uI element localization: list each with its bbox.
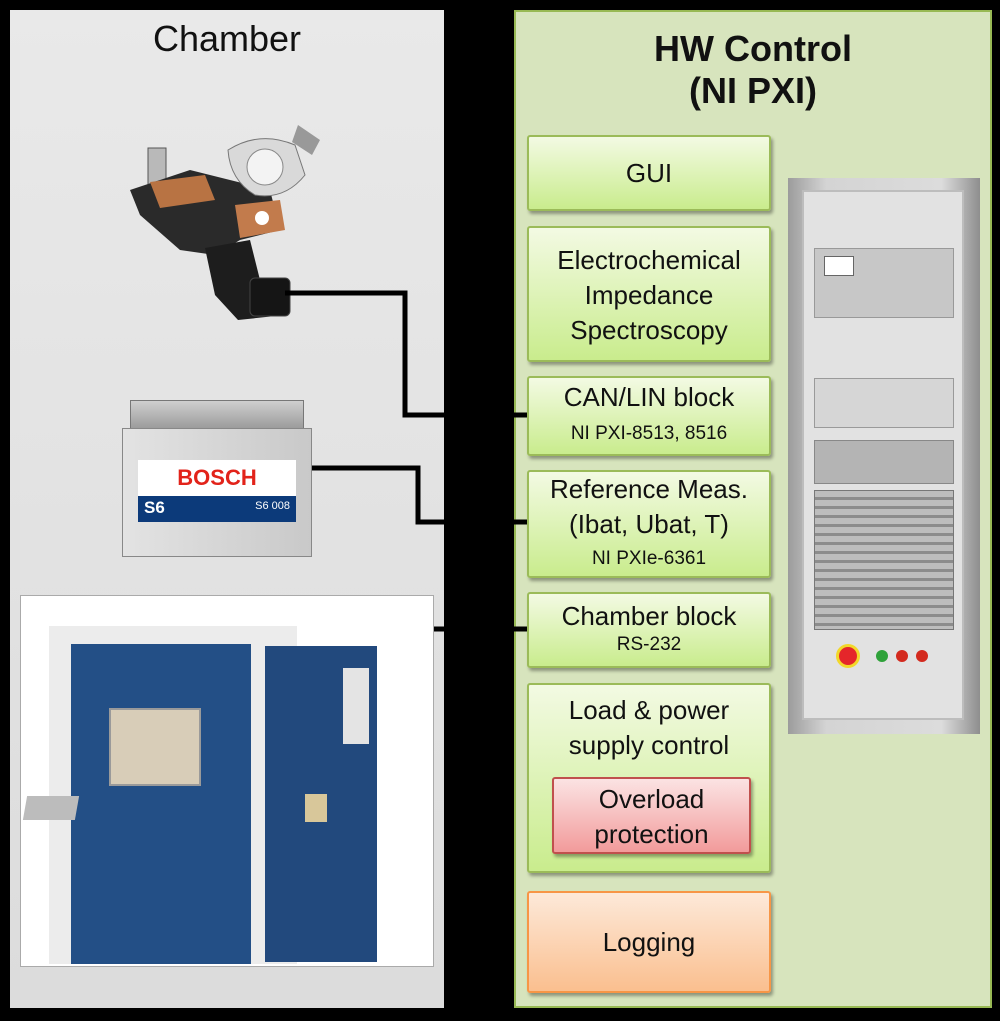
eis-block: Electrochemical Impedance Spectroscopy xyxy=(527,226,771,362)
can-lin-block: CAN/LIN block NI PXI-8513, 8516 xyxy=(527,376,771,456)
load-line1: Load & power xyxy=(568,695,730,725)
chamber-title: Chamber xyxy=(152,18,302,59)
chamber-block-sub: RS-232 xyxy=(616,634,682,655)
battery-sensor-image xyxy=(130,125,320,320)
chamber-keypad xyxy=(22,796,80,820)
chamber-port xyxy=(305,794,327,822)
eis-line3: Spectroscopy xyxy=(570,315,728,345)
chamber-block: Chamber block RS-232 xyxy=(527,592,771,668)
can-lin-title: CAN/LIN block xyxy=(563,382,735,412)
logging-label: Logging xyxy=(602,927,696,957)
chamber-block-title: Chamber block xyxy=(561,601,737,631)
reference-meas-block: Reference Meas. (Ibat, Ubat, T) NI PXIe-… xyxy=(527,470,771,578)
hw-control-title-line1: HW Control xyxy=(654,28,852,69)
eis-line2: Impedance xyxy=(584,280,714,310)
ref-meas-line1: Reference Meas. xyxy=(550,474,748,504)
ref-meas-line2: (Ibat, Ubat, T) xyxy=(569,509,729,539)
load-line2: supply control xyxy=(568,730,730,760)
chamber-door xyxy=(71,644,251,964)
battery-lid xyxy=(130,400,304,430)
logging-block: Logging xyxy=(527,891,771,993)
battery-brand: BOSCH xyxy=(138,460,296,496)
battery-model: S6 xyxy=(144,498,165,517)
power-supply-unit xyxy=(814,378,954,428)
hw-control-title-line2: (NI PXI) xyxy=(688,70,817,111)
ref-meas-sub: NI PXIe-6361 xyxy=(591,548,707,569)
hw-control-title: HW Control (NI PXI) xyxy=(514,28,992,112)
gui-block: GUI xyxy=(527,135,771,211)
instrument-unit xyxy=(814,440,954,484)
battery-label: S6 S6 008 xyxy=(138,496,296,522)
eis-line1: Electrochemical xyxy=(557,245,741,275)
can-lin-sub: NI PXI-8513, 8516 xyxy=(570,423,728,444)
control-panel xyxy=(343,668,369,744)
pxi-rack-image xyxy=(788,178,980,734)
load-units xyxy=(814,490,954,630)
gui-label: GUI xyxy=(625,158,673,188)
red-indicator xyxy=(896,650,908,662)
overload-protection-block: Overload protection xyxy=(552,777,751,854)
overload-line1: Overload xyxy=(598,784,705,814)
battery-code: S6 008 xyxy=(255,500,290,512)
green-indicator xyxy=(876,650,888,662)
battery-image: BOSCH S6 S6 008 xyxy=(122,400,312,557)
pxi-controller xyxy=(824,256,854,276)
emergency-stop xyxy=(836,644,860,668)
red-indicator-2 xyxy=(916,650,928,662)
overload-line2: protection xyxy=(594,819,709,849)
climate-chamber-image xyxy=(20,595,434,967)
chamber-window xyxy=(109,708,201,786)
